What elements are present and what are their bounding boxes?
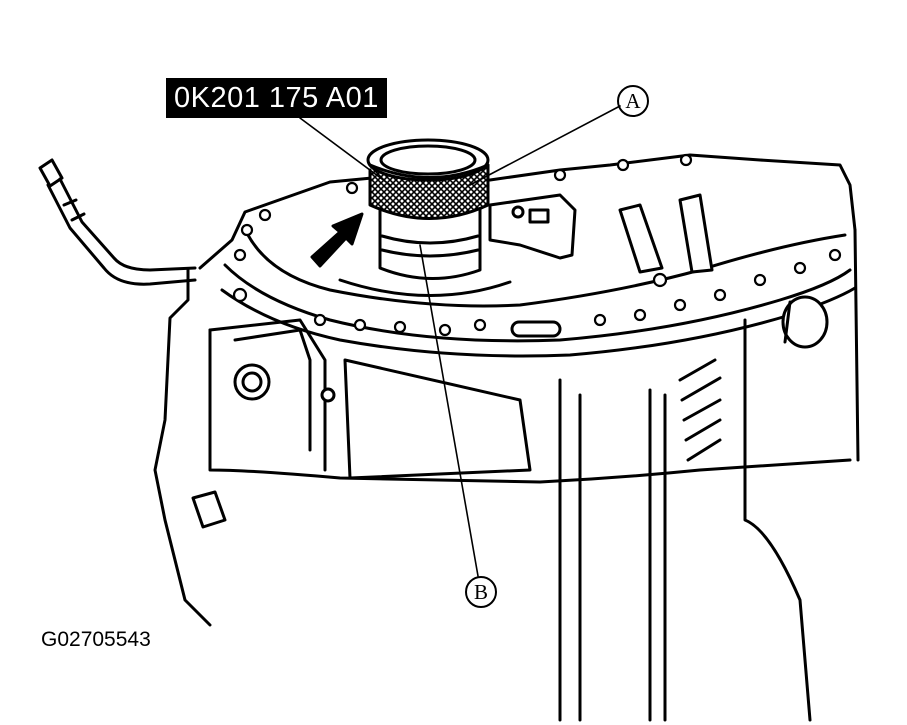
case-body xyxy=(153,153,860,722)
oval-port xyxy=(510,320,562,338)
leader-lines xyxy=(299,105,621,577)
bolt-holes xyxy=(232,153,842,337)
callout-a: A xyxy=(617,85,649,117)
breather-pipe xyxy=(38,158,197,286)
front-block xyxy=(191,318,532,529)
callout-b: B xyxy=(465,576,497,608)
tool-number-label: 0K201 175 A01 xyxy=(166,78,387,118)
installer-tool xyxy=(338,138,512,297)
cover-bracket xyxy=(488,193,714,274)
figure-code: G02705543 xyxy=(41,628,151,651)
direction-arrow xyxy=(310,212,364,268)
drain-plug xyxy=(781,295,829,349)
